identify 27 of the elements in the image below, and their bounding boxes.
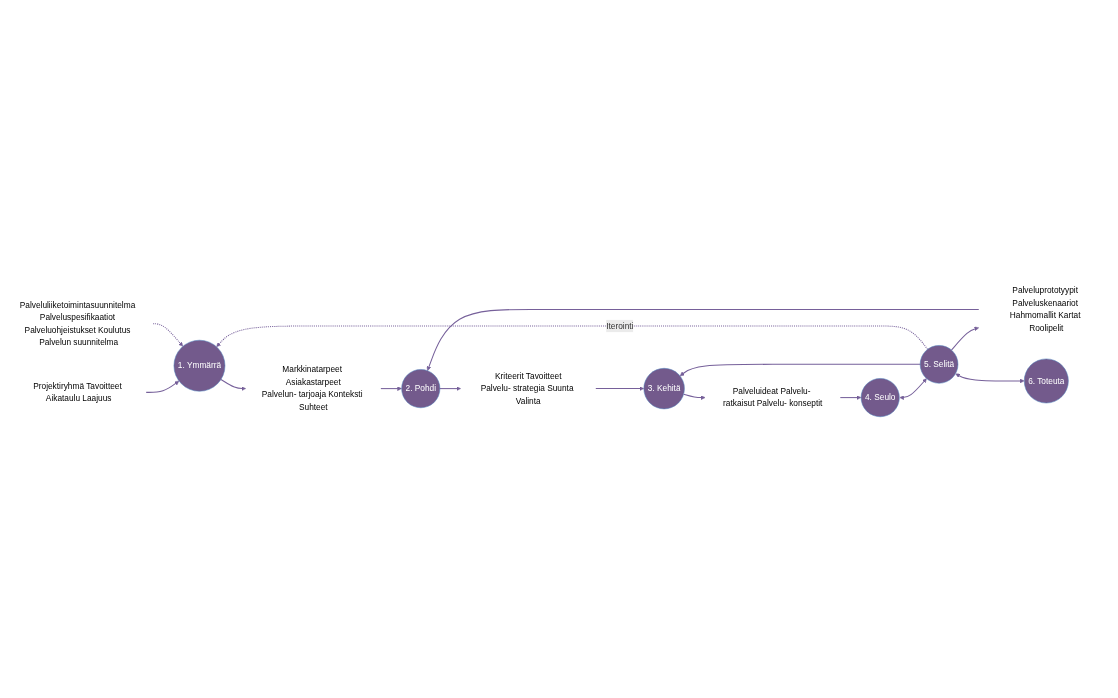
arrow xyxy=(950,326,979,351)
node-text: Palveluliiketoimintasuunnitelma Palveluspesifikaatiot Palveluohjeistukset Koulutus Palvelun suunnitelma xyxy=(19,300,136,347)
node-text: Kriteerit Tavoitteet Palvelu- strategia Suunta Valinta xyxy=(480,371,574,406)
arrow xyxy=(839,395,862,400)
arrow xyxy=(955,373,1025,384)
edge-label: Iterointi xyxy=(606,321,634,331)
arrow xyxy=(899,378,927,400)
arrow xyxy=(380,386,402,391)
arrow xyxy=(439,386,461,391)
arrow xyxy=(220,378,246,391)
node-circle: 5. Selitä xyxy=(919,345,959,384)
arrow xyxy=(145,380,180,393)
node-circle: 6. Toteuta xyxy=(1023,358,1069,404)
node-text: Markkinatarpeet Asiakastarpeet Palvelun- tarjoaja Konteksti Suhteet xyxy=(261,365,363,412)
arrow xyxy=(595,386,645,391)
arrow xyxy=(216,325,929,350)
node-circle: 1. Ymmärrä xyxy=(173,339,226,392)
node-text: Projektiryhmä Tavoitteet Aikataulu Laajuus xyxy=(33,381,122,403)
node-circle: 4. Seulo xyxy=(860,378,900,417)
arrow xyxy=(683,393,706,400)
node-circle: 2. Pohdi xyxy=(401,369,441,408)
arrow xyxy=(426,308,980,371)
node-text: Palveluprototyypit Palveluskenaariot Hahmomallit Kartat Roolipelit xyxy=(1009,286,1081,333)
node-text: Palveluideat Palvelu- ratkaisut Palvelu- konseptit xyxy=(723,386,823,408)
arrow xyxy=(679,363,921,377)
node-circle: 3. Kehitä xyxy=(643,368,685,410)
arrow xyxy=(152,323,184,347)
